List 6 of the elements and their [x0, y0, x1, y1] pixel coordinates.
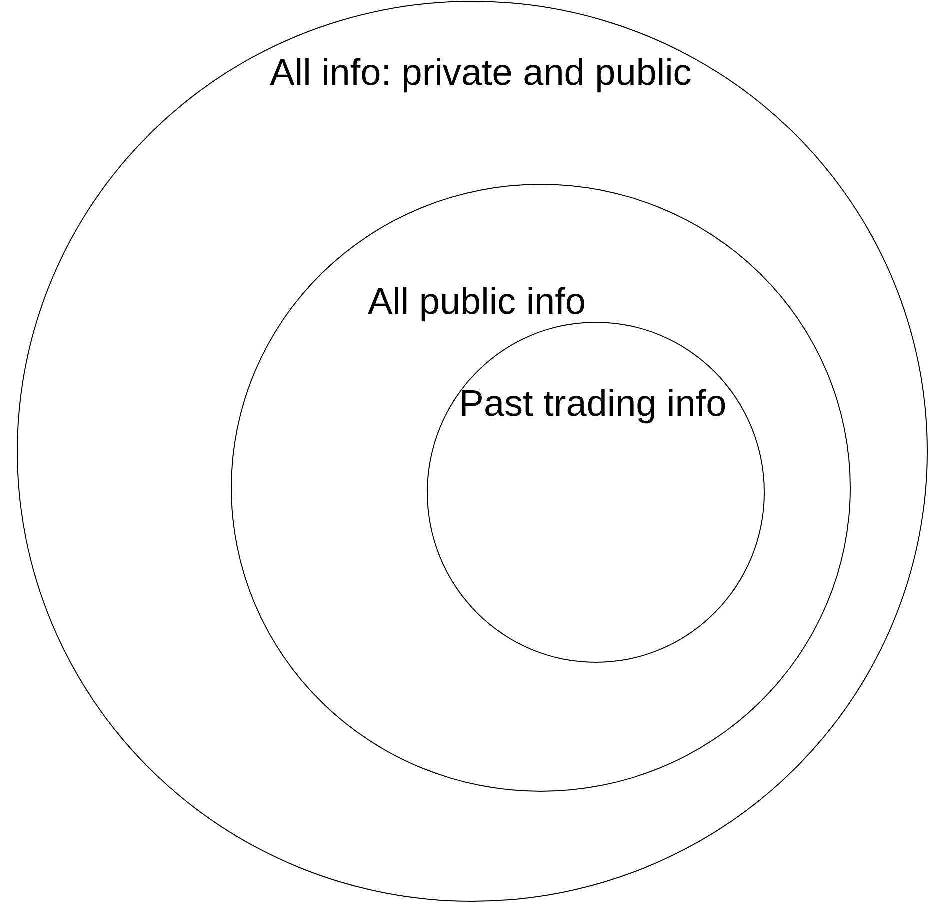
circle-label: Past trading info [458, 383, 728, 425]
circle-label: All info: private and public [269, 52, 693, 94]
circle-label: All public info [366, 281, 587, 323]
circle [231, 184, 851, 792]
circle [427, 322, 765, 663]
circle [17, 1, 928, 902]
